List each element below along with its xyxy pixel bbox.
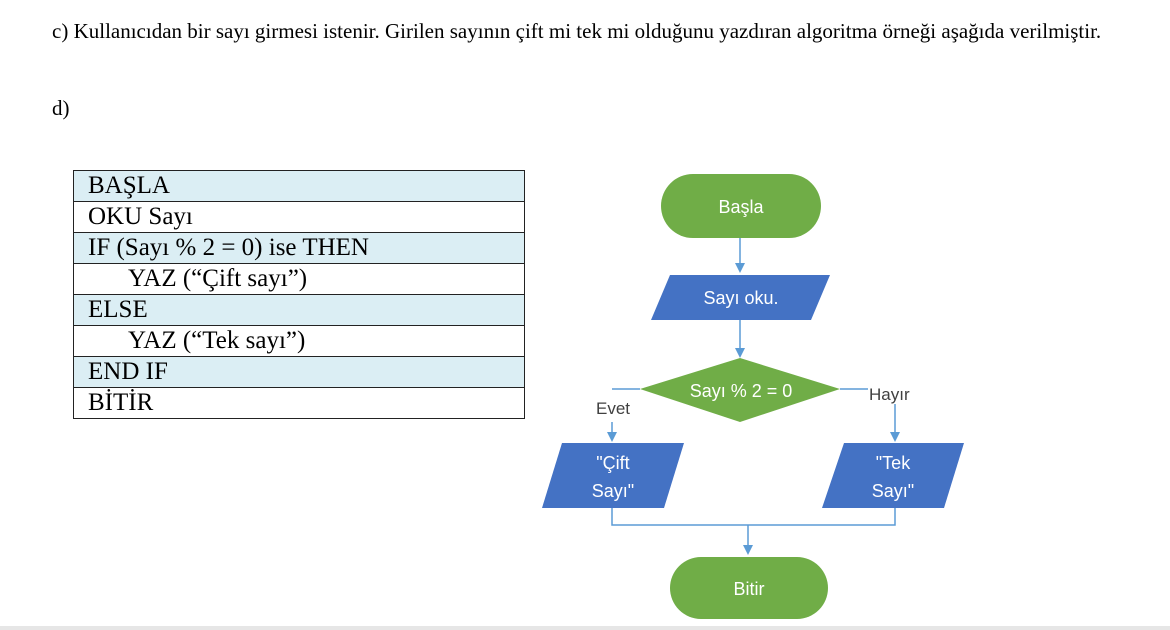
connector-merge	[611, 508, 896, 526]
decision-diamond	[640, 358, 840, 422]
odd-output-label-line2: Sayı"	[872, 481, 914, 501]
algorithm-step-write-odd: YAZ (“Tek sayı”)	[73, 325, 525, 357]
algorithm-row: BAŞLA	[73, 170, 525, 202]
algorithm-table: BAŞLA OKU Sayı IF (Sayı % 2 = 0) ise THE…	[73, 170, 525, 419]
algorithm-row: OKU Sayı	[73, 201, 525, 233]
even-output-label-line2: Sayı"	[592, 481, 634, 501]
decision-label: Sayı % 2 = 0	[690, 381, 793, 401]
algorithm-step-endif: END IF	[73, 356, 525, 388]
yes-label: Evet	[596, 399, 630, 418]
input-parallelogram	[651, 275, 830, 320]
algorithm-row: IF (Sayı % 2 = 0) ise THEN	[73, 232, 525, 264]
algorithm-step-if: IF (Sayı % 2 = 0) ise THEN	[73, 232, 525, 264]
algorithm-step-read: OKU Sayı	[73, 201, 525, 233]
algorithm-row: ELSE	[73, 294, 525, 326]
input-label: Sayı oku.	[703, 288, 778, 308]
item-label-d: d)	[52, 96, 70, 120]
start-label: Başla	[718, 197, 764, 217]
end-terminal	[670, 557, 828, 619]
end-label: Bitir	[734, 579, 765, 599]
even-output-parallelogram	[542, 443, 684, 508]
page-bottom-border	[0, 626, 1170, 630]
start-terminal	[661, 174, 821, 238]
algorithm-row: END IF	[73, 356, 525, 388]
no-label: Hayır	[869, 385, 910, 404]
odd-output-parallelogram	[822, 443, 964, 508]
odd-output-label-line1: "Tek	[876, 453, 911, 473]
algorithm-step-write-even: YAZ (“Çift sayı”)	[73, 263, 525, 295]
problem-statement: c) Kullanıcıdan bir sayı girmesi istenir…	[52, 19, 1102, 43]
algorithm-row: YAZ (“Tek sayı”)	[73, 325, 525, 357]
algorithm-row: YAZ (“Çift sayı”)	[73, 263, 525, 295]
flowchart: Başla Sayı oku. Sayı % 2 = 0 Evet Hayır …	[542, 174, 964, 619]
algorithm-step-end: BİTİR	[73, 387, 525, 419]
algorithm-row: BİTİR	[73, 387, 525, 419]
algorithm-step-start: BAŞLA	[73, 170, 525, 202]
even-output-label-line1: "Çift	[596, 453, 629, 473]
algorithm-step-else: ELSE	[73, 294, 525, 326]
